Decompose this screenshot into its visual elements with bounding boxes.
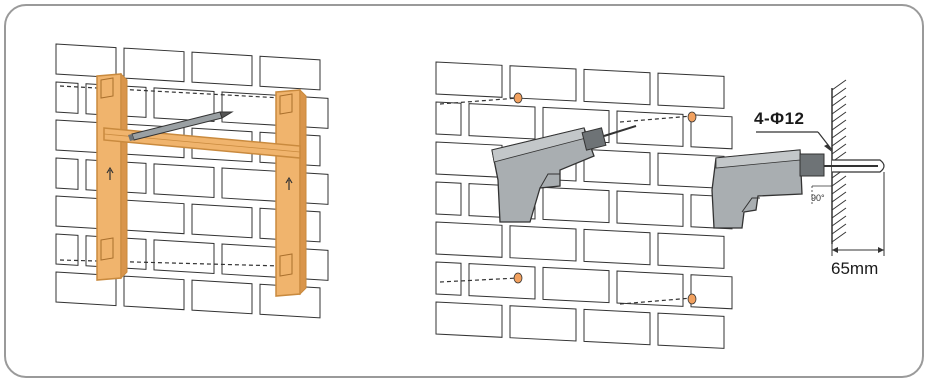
- electric-drill-icon: [491, 125, 637, 223]
- brick: [657, 72, 725, 109]
- brick: [616, 270, 684, 307]
- brick: [616, 190, 684, 227]
- brick: [690, 114, 733, 150]
- brick: [221, 243, 283, 279]
- brick: [435, 61, 503, 98]
- brick: [55, 81, 79, 114]
- brick: [435, 181, 462, 216]
- anchor-holes: [513, 92, 697, 305]
- brick: [468, 103, 536, 140]
- brick: [123, 47, 185, 83]
- hatch-line: [831, 207, 847, 219]
- pencil-icon: [128, 111, 234, 141]
- angle-label: 90°: [811, 193, 825, 203]
- hatch-line: [831, 183, 847, 195]
- depth-dimension: [831, 172, 885, 256]
- brick: [153, 163, 215, 199]
- right-brick-wall: [435, 61, 733, 349]
- hatch-line: [831, 111, 847, 123]
- brick: [435, 101, 462, 136]
- brick: [583, 148, 651, 186]
- hatch-line: [831, 95, 847, 107]
- brick: [55, 43, 117, 79]
- hatch-line: [831, 103, 847, 115]
- brick: [55, 233, 79, 266]
- brick: [153, 239, 215, 275]
- brick: [435, 221, 503, 258]
- brick: [542, 266, 610, 304]
- brick: [509, 65, 577, 102]
- brick: [259, 55, 321, 91]
- brick: [123, 275, 185, 311]
- hatch-line: [831, 135, 847, 147]
- hatch-line: [831, 199, 847, 211]
- hatch-line: [831, 231, 847, 243]
- hatch-line: [831, 175, 847, 187]
- brick: [657, 312, 725, 349]
- marking-lines: [439, 97, 693, 305]
- brick: [191, 51, 253, 87]
- hatch-line: [831, 215, 847, 227]
- brick: [509, 225, 577, 262]
- hatch-line: [831, 119, 847, 131]
- brick: [191, 279, 253, 315]
- hatch-line: [831, 191, 847, 203]
- brick: [435, 301, 503, 338]
- hatch-line: [831, 87, 847, 99]
- brick: [191, 203, 253, 239]
- brick: [435, 141, 503, 178]
- hatch-line: [831, 79, 847, 91]
- spec-leader: [756, 131, 833, 152]
- brick: [509, 305, 577, 342]
- brick: [123, 199, 185, 235]
- hatch-line: [831, 127, 847, 139]
- hatch-line: [831, 143, 847, 155]
- angle-marker: [811, 185, 832, 204]
- brick: [657, 232, 725, 269]
- brick: [153, 87, 215, 123]
- electric-drill-side-icon: [711, 149, 878, 229]
- hole-spec-label: 4-Φ12: [754, 109, 805, 128]
- brick: [55, 157, 79, 190]
- brick: [583, 308, 651, 346]
- brick: [542, 186, 610, 224]
- brick: [690, 274, 733, 310]
- brick: [583, 228, 651, 266]
- brick: [221, 167, 283, 203]
- brick: [468, 263, 536, 300]
- hatch-line: [831, 223, 847, 235]
- brick: [435, 261, 462, 296]
- depth-label: 65mm: [831, 259, 879, 278]
- brick: [583, 68, 651, 106]
